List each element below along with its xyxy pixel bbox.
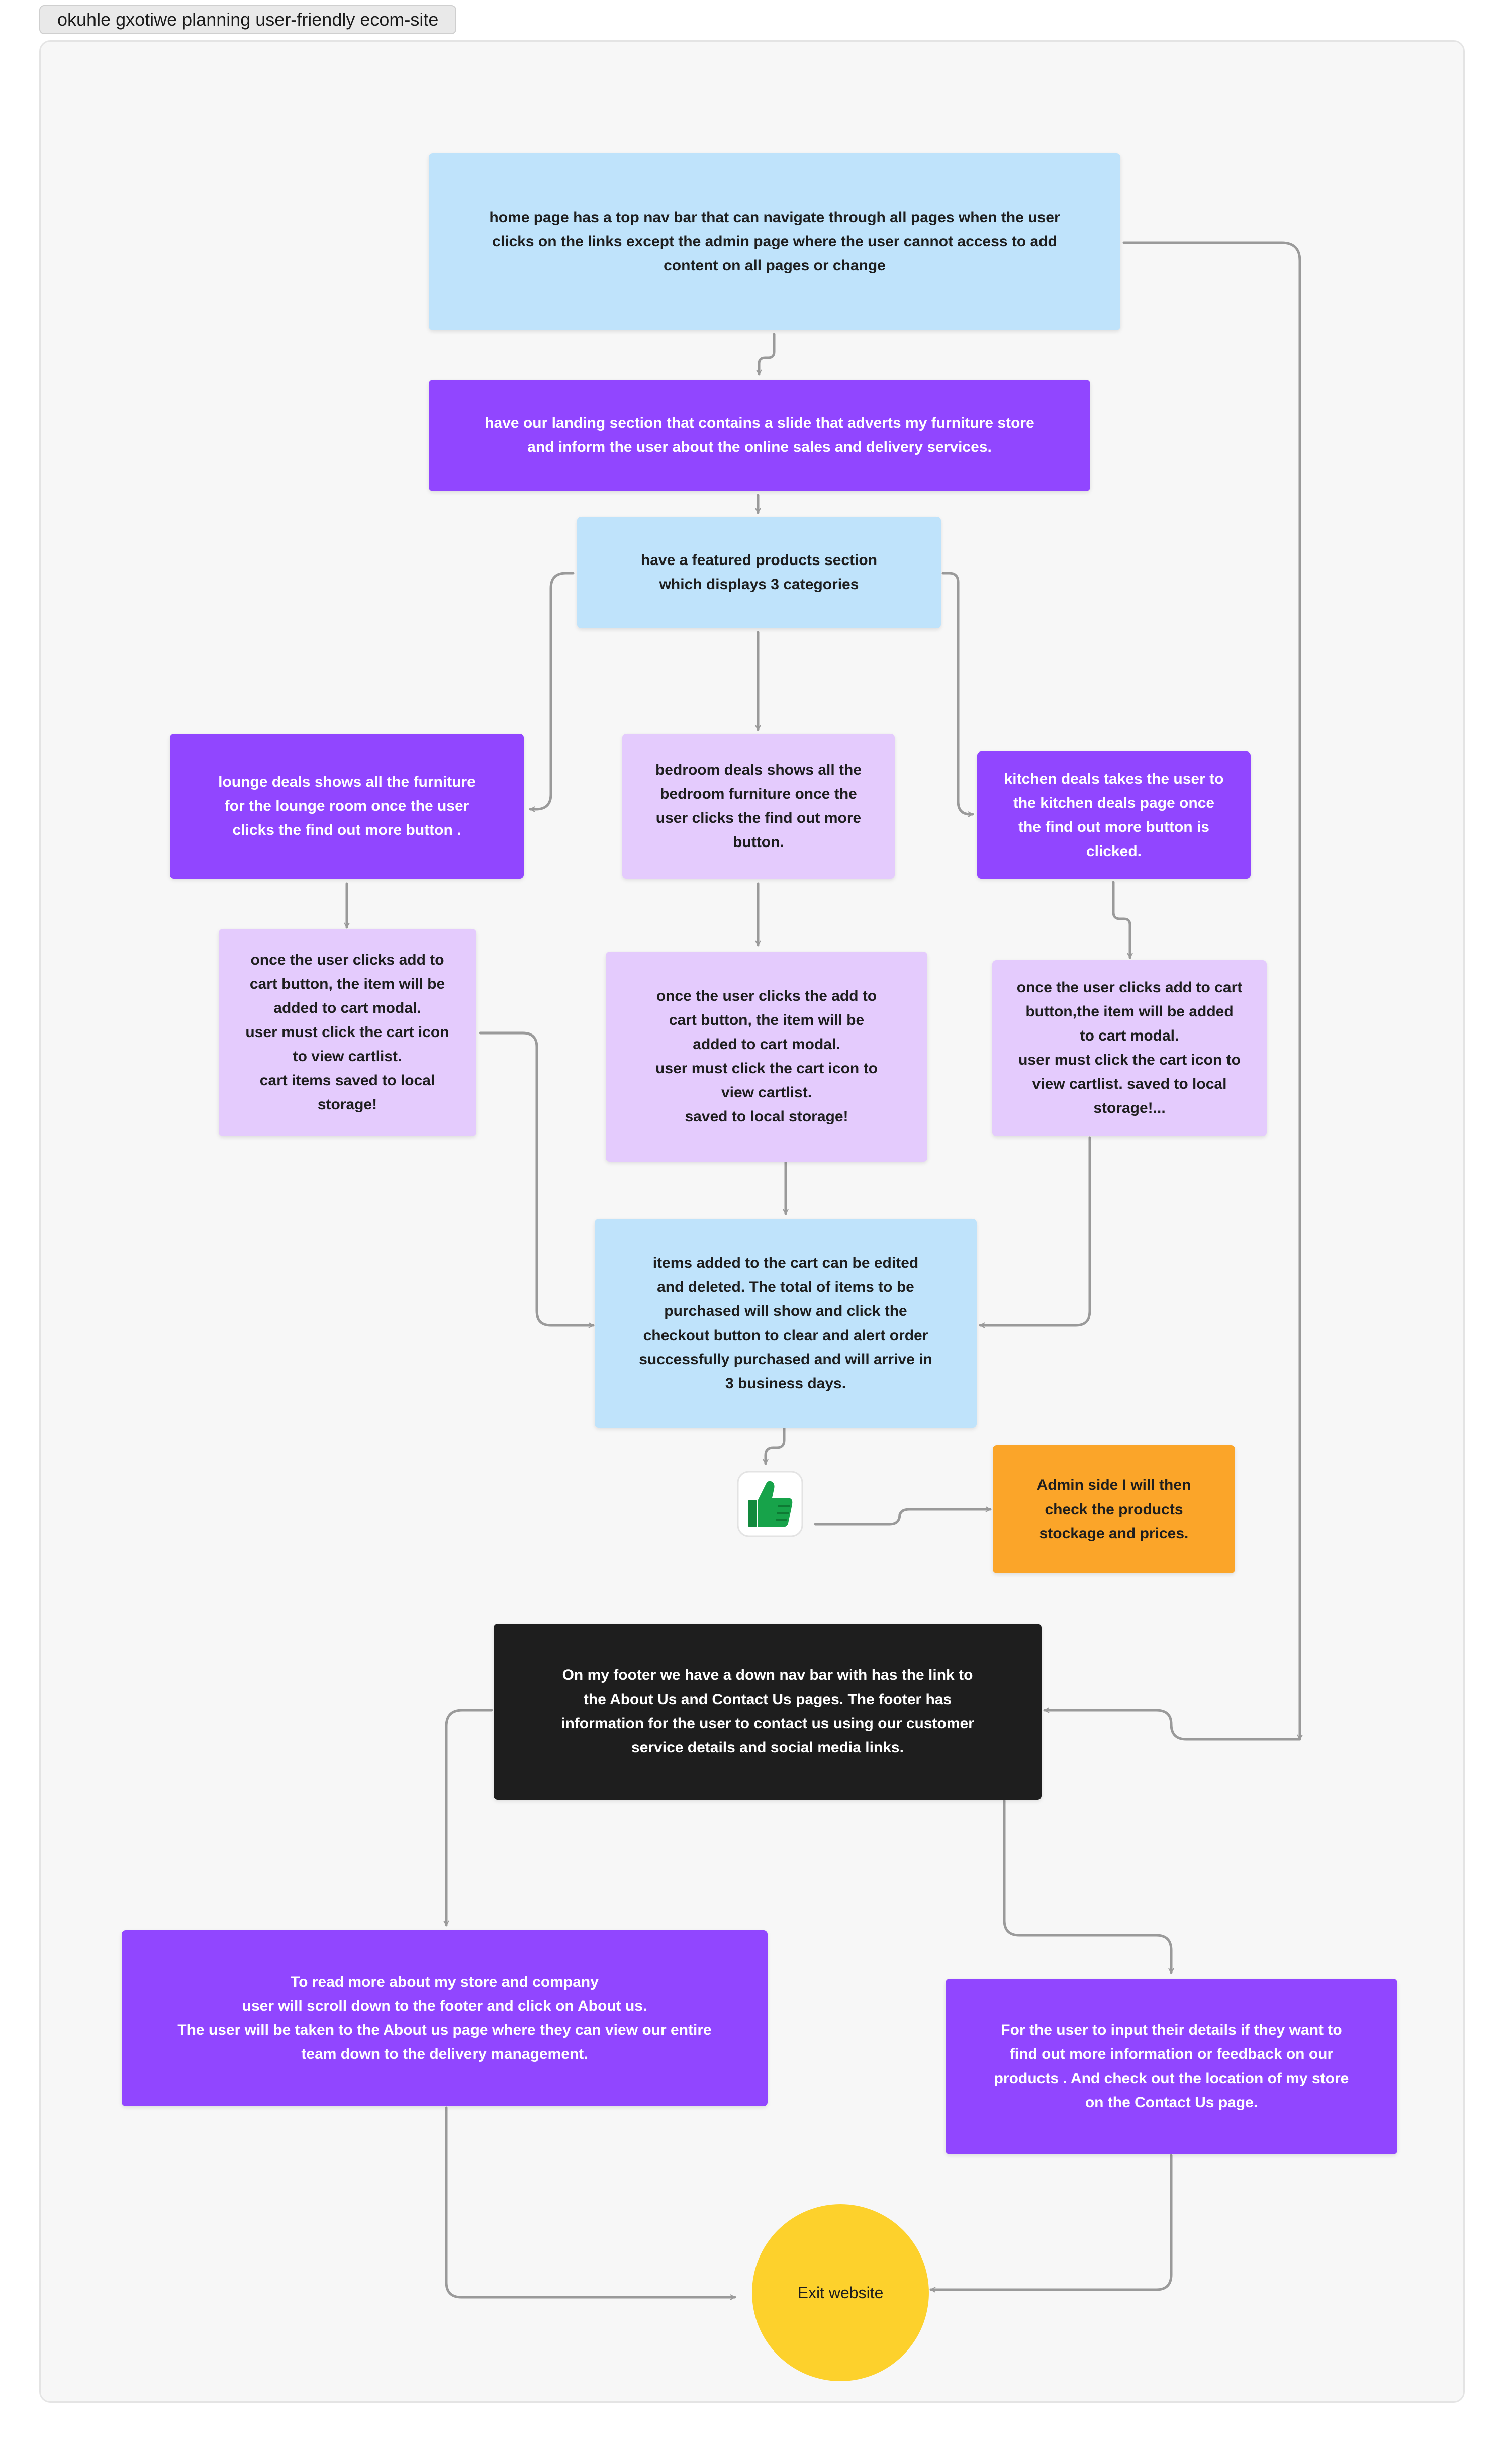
- bedroom-deals-note[interactable]: bedroom deals shows all the bedroom furn…: [622, 734, 895, 879]
- connector-home-footer: [1122, 241, 1300, 1741]
- exit-website-node[interactable]: Exit website: [752, 2204, 929, 2381]
- kitchen-cart-note[interactable]: once the user clicks add to cart button,…: [992, 960, 1267, 1136]
- landing-section-note[interactable]: have our landing section that contains a…: [429, 380, 1090, 491]
- connector-cartedit-thumb: [766, 1425, 786, 1465]
- about-us-note[interactable]: To read more about my store and company …: [122, 1930, 768, 2106]
- connector-about-exit: [445, 2106, 736, 2297]
- contact-us-note[interactable]: For the user to input their details if t…: [946, 1979, 1397, 2154]
- connector-featured-kitchen: [941, 572, 974, 814]
- cart-edit-note[interactable]: items added to the cart can be edited an…: [595, 1219, 977, 1428]
- connector-footer-contact: [1003, 1799, 1171, 1974]
- connector-loungecart-cartedit: [479, 1031, 595, 1325]
- footer-note[interactable]: On my footer we have a down nav bar with…: [494, 1624, 1042, 1800]
- kitchen-deals-note[interactable]: kitchen deals takes the user to the kitc…: [977, 751, 1251, 879]
- connector-contact-exit: [929, 2154, 1173, 2290]
- bedroom-cart-note[interactable]: once the user clicks the add to cart but…: [606, 952, 927, 1162]
- connector-thumb-admin: [814, 1509, 992, 1526]
- home-page-note[interactable]: home page has a top nav bar that can nav…: [429, 153, 1120, 330]
- connector-footer-about: [446, 1709, 493, 1927]
- thumbs-up-icon: [737, 1471, 803, 1537]
- lounge-deals-note[interactable]: lounge deals shows all the furniture for…: [170, 734, 524, 879]
- connector-kitchen-kitchencart: [1112, 881, 1130, 959]
- connector-footer-backline: [1043, 1710, 1301, 1741]
- connector-home-landing: [759, 333, 776, 376]
- connector-featured-lounge: [529, 572, 575, 809]
- frame-label[interactable]: okuhle gxotiwe planning user-friendly ec…: [39, 5, 457, 34]
- lounge-cart-note[interactable]: once the user clicks add to cart button,…: [219, 929, 476, 1136]
- featured-products-note[interactable]: have a featured products section which d…: [577, 517, 941, 628]
- admin-side-note[interactable]: Admin side I will then check the product…: [993, 1445, 1235, 1573]
- connector-kitchencart-cartedit: [979, 1136, 1091, 1325]
